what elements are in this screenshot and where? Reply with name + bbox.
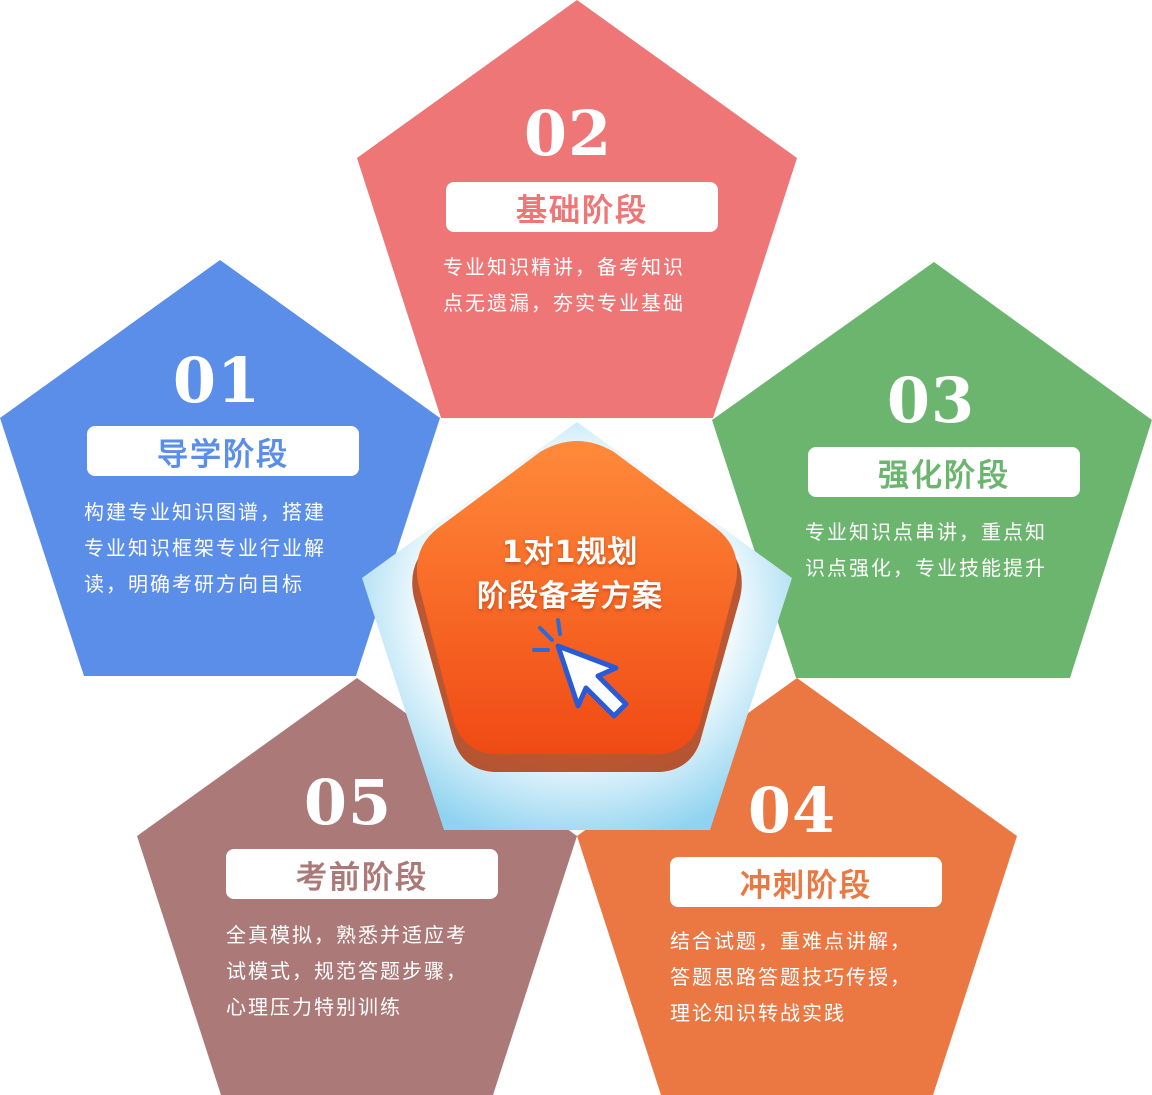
- stage-01-title: 导学阶段: [87, 426, 359, 476]
- stage-05-line: 试模式，规范答题步骤，: [226, 959, 468, 983]
- stage-02-title: 基础阶段: [446, 182, 718, 232]
- stage-05-number: 05: [303, 766, 393, 839]
- stage-02-line: 专业知识精讲，备考知识: [443, 255, 685, 279]
- stage-01-line: 构建专业知识图谱，搭建: [84, 500, 326, 524]
- center-title-line2: 阶段备考方案: [477, 579, 663, 614]
- stage-02-description: 专业知识精讲，备考知识 点无遗漏，夯实专业基础: [443, 249, 685, 321]
- stage-05-line: 心理压力特别训练: [226, 995, 402, 1019]
- stage-04-line: 理论知识转战实践: [670, 1001, 846, 1025]
- stage-03-line: 专业知识点串讲，重点知: [805, 520, 1047, 544]
- stage-04-line: 结合试题，重难点讲解，: [670, 929, 912, 953]
- stage-03-line: 识点强化，专业技能提升: [805, 556, 1047, 580]
- stage-01-number: 01: [172, 344, 262, 417]
- stage-01-line: 读，明确考研方向目标: [84, 572, 304, 596]
- stage-01-line: 专业知识框架专业行业解: [84, 536, 326, 560]
- stage-05-title: 考前阶段: [226, 849, 498, 899]
- stage-03-number: 03: [886, 364, 976, 437]
- stage-04-description: 结合试题，重难点讲解， 答题思路答题技巧传授， 理论知识转战实践: [670, 923, 912, 1031]
- stage-04-line: 答题思路答题技巧传授，: [670, 965, 912, 989]
- stage-04-title: 冲刺阶段: [670, 857, 942, 907]
- center-title-line1: 1对1规划: [501, 535, 639, 570]
- stage-05-description: 全真模拟，熟悉并适应考 试模式，规范答题步骤， 心理压力特别训练: [226, 917, 468, 1025]
- cursor-click-icon: [532, 618, 629, 719]
- stage-03-description: 专业知识点串讲，重点知 识点强化，专业技能提升: [805, 514, 1047, 586]
- stage-04-number: 04: [747, 774, 837, 847]
- stage-03-title: 强化阶段: [808, 447, 1080, 497]
- stage-02-line: 点无遗漏，夯实专业基础: [443, 291, 685, 315]
- stage-02-number: 02: [523, 97, 613, 170]
- stage-01-description: 构建专业知识图谱，搭建 专业知识框架专业行业解 读，明确考研方向目标: [84, 494, 326, 602]
- center-plan-button[interactable]: [416, 441, 738, 754]
- stage-05-line: 全真模拟，熟悉并适应考: [226, 923, 468, 947]
